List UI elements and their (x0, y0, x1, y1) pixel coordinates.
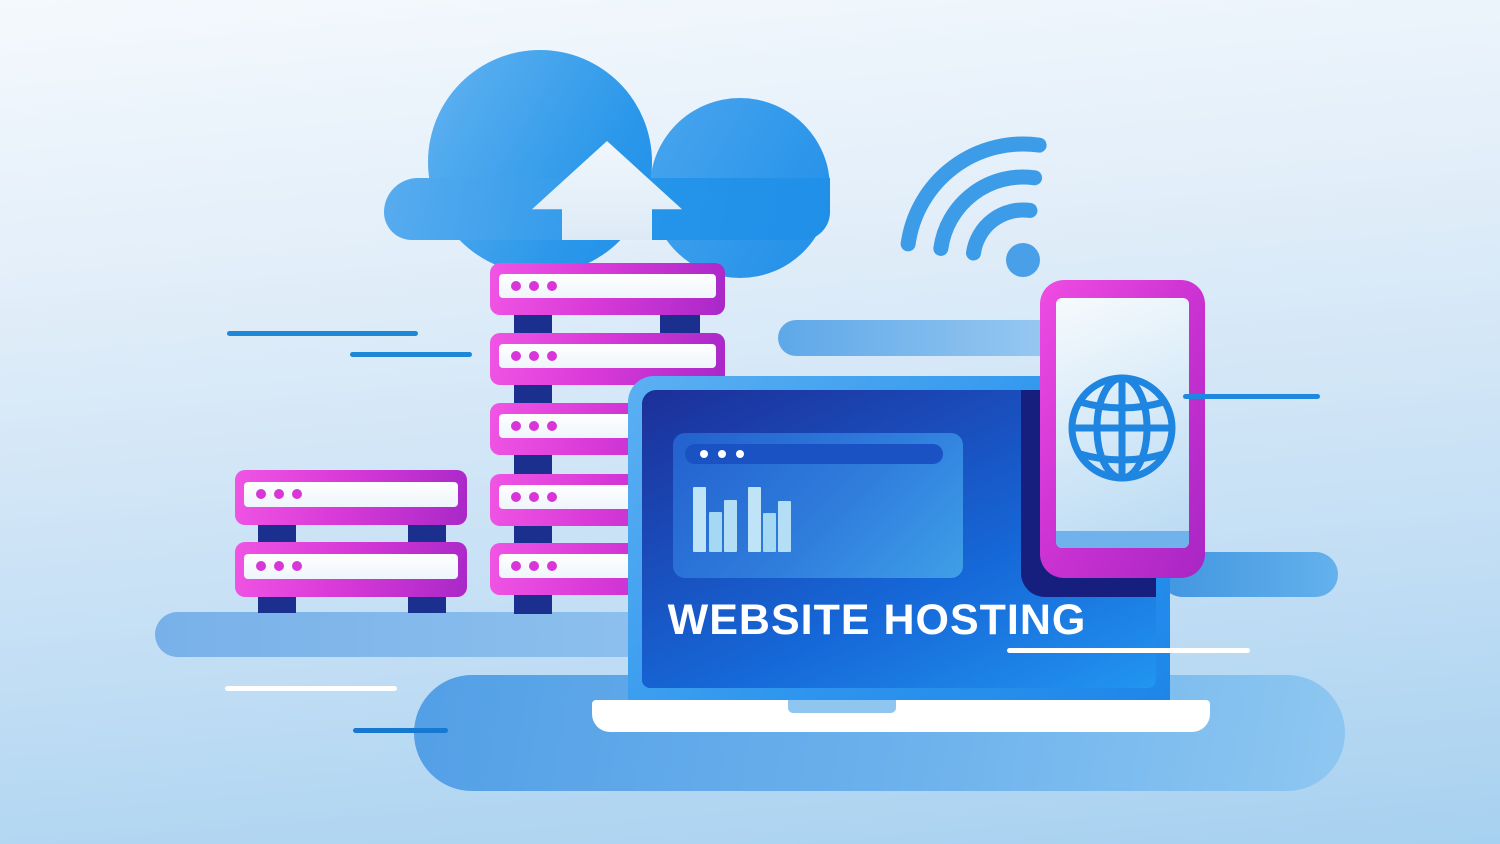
server-connector (514, 453, 552, 476)
wifi-dot (1006, 243, 1040, 277)
server-led (547, 492, 557, 502)
decor-band-behind-servers (155, 612, 715, 657)
decor-line (350, 352, 472, 357)
server-led (547, 351, 557, 361)
server-unit (235, 470, 467, 525)
laptop-notch (788, 700, 896, 713)
server-led (547, 421, 557, 431)
server-leg (258, 595, 296, 613)
server-led (256, 561, 266, 571)
server-unit (490, 263, 725, 315)
server-connector (660, 313, 700, 335)
server-led (292, 561, 302, 571)
server-led (511, 492, 521, 502)
browser-title-bar (685, 444, 943, 464)
decor-line (227, 331, 418, 336)
bar (763, 513, 776, 552)
bar (724, 500, 737, 552)
server-led (529, 421, 539, 431)
server-face (499, 274, 716, 298)
server-led (529, 561, 539, 571)
server-led (256, 489, 266, 499)
server-connector (514, 313, 552, 335)
decor-line (353, 728, 448, 733)
server-leg (408, 595, 446, 613)
decor-line-white (1007, 648, 1250, 653)
bar (778, 501, 791, 552)
server-unit (235, 542, 467, 597)
bar (693, 487, 706, 552)
decor-line (1183, 394, 1320, 399)
server-led (547, 281, 557, 291)
decor-line-white (225, 686, 397, 691)
server-connector (408, 523, 446, 544)
browser-dot (718, 450, 726, 458)
smartphone (1040, 280, 1205, 578)
server-led (511, 561, 521, 571)
server-led (529, 281, 539, 291)
browser-window-icon (673, 433, 963, 578)
server-connector (514, 524, 552, 545)
wifi-icon (900, 136, 1047, 277)
server-connector (258, 523, 296, 544)
globe-icon (1068, 374, 1176, 482)
illustration-title: WEBSITE HOSTING (667, 596, 1087, 644)
laptop-base (592, 700, 1210, 732)
server-led (274, 561, 284, 571)
server-face (499, 344, 716, 368)
bar-chart-icon (693, 486, 803, 552)
server-led (529, 351, 539, 361)
server-face (244, 554, 458, 579)
server-leg (514, 595, 552, 614)
server-led (547, 561, 557, 571)
server-led (292, 489, 302, 499)
server-led (274, 489, 284, 499)
browser-dot (700, 450, 708, 458)
bar (709, 512, 722, 552)
server-led (511, 351, 521, 361)
bar (748, 487, 761, 552)
server-face (244, 482, 458, 507)
browser-dot (736, 450, 744, 458)
phone-footer-strip (1056, 531, 1189, 548)
server-led (529, 492, 539, 502)
server-led (511, 281, 521, 291)
server-led (511, 421, 521, 431)
phone-screen (1056, 298, 1189, 548)
server-connector (514, 383, 552, 405)
